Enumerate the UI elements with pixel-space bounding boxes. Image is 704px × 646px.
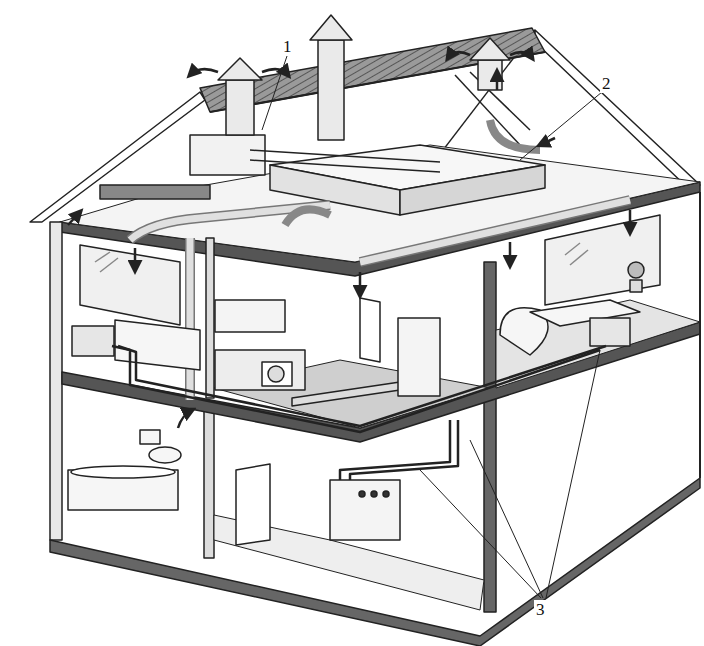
callout-number: 2: [600, 74, 613, 93]
callout-number: 1: [281, 37, 294, 56]
callout-number: 3: [534, 600, 547, 619]
